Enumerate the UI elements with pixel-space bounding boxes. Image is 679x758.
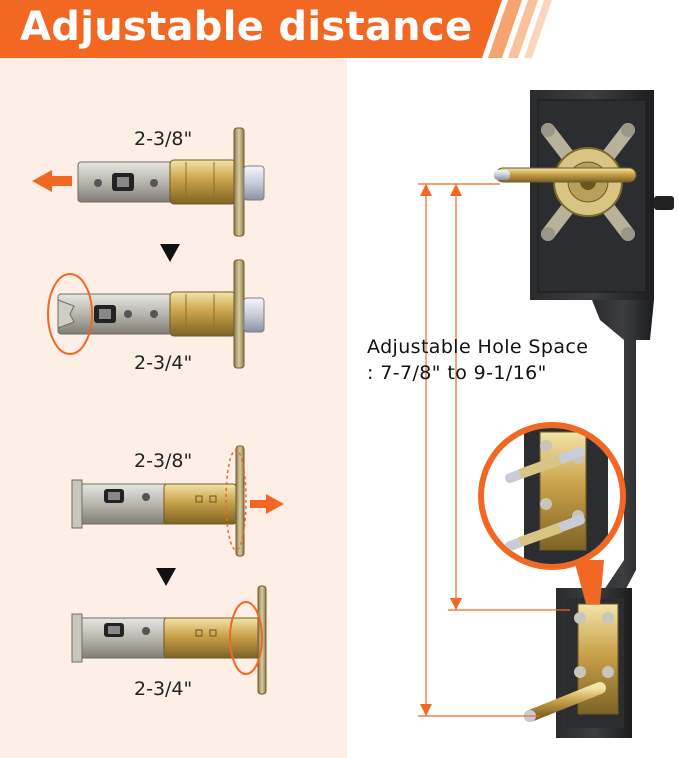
latch-1-long-label: 2-3/4"	[134, 352, 193, 374]
hole-space-range: : 7-7/8" to 9-1/16"	[367, 362, 547, 384]
banner-title: Adjustable distance	[20, 4, 473, 50]
latch-1-short	[32, 127, 265, 237]
latch-1-short-label: 2-3/8"	[134, 128, 193, 150]
latch-1-long	[47, 259, 265, 369]
chevron-down-icon	[156, 568, 176, 586]
title-banner	[0, 0, 552, 58]
latch-2-short-label: 2-3/8"	[134, 450, 193, 472]
chevron-down-icon	[160, 244, 180, 262]
highlight-circle	[47, 273, 93, 355]
handleset	[494, 90, 674, 738]
latch-2-short	[71, 445, 284, 557]
latch-2-long	[71, 585, 267, 695]
latch-2-long-label: 2-3/4"	[134, 678, 193, 700]
hole-space-title: Adjustable Hole Space	[367, 336, 589, 358]
detail-magnifier	[478, 422, 626, 604]
arrow-left-icon	[32, 170, 72, 192]
arrow-right-icon	[250, 494, 284, 514]
dimension-lines	[418, 183, 570, 717]
